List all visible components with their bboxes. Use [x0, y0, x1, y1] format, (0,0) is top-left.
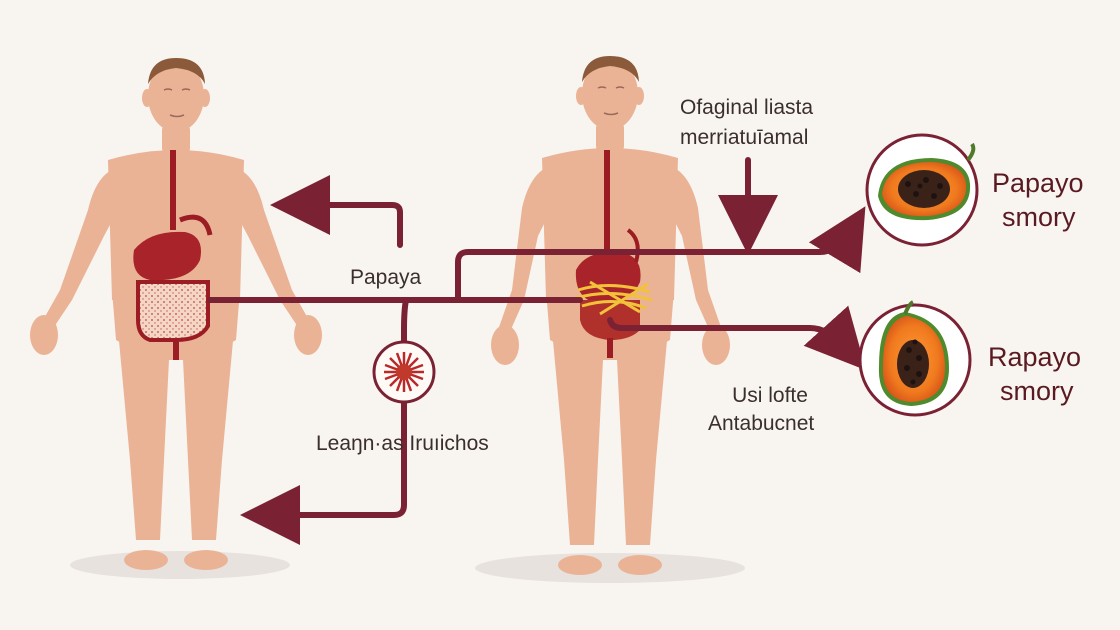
connector-arrows — [207, 157, 867, 545]
right-face — [597, 86, 625, 116]
label-top-right-1: Ofaginal liasta — [680, 96, 814, 119]
papaya-half-icon — [858, 300, 972, 417]
right-figure-shadow — [475, 553, 745, 583]
arrow-to-left-top — [270, 175, 403, 248]
fruit-top-subtitle: smory — [1002, 202, 1076, 232]
enzyme-strands — [575, 280, 653, 316]
left-figure-shadow — [70, 551, 290, 579]
label-papaya: Papaya — [350, 266, 422, 289]
label-bottom-right-1: Usi lofte — [732, 384, 808, 407]
left-face — [163, 88, 191, 118]
label-bottom-right-2: Antabucnet — [708, 412, 815, 435]
fruit-top-title: Papayo — [992, 168, 1084, 198]
papaya-half-icon — [865, 133, 979, 247]
link-up-right — [455, 206, 866, 303]
digestive-enzyme-icon — [372, 340, 436, 404]
label-leanin: Leaŋn·as Iruıichos — [316, 432, 489, 455]
left-hair — [148, 58, 205, 84]
right-hair — [582, 56, 639, 82]
fruit-bottom-subtitle: smory — [1000, 376, 1074, 406]
label-top-right-2: merriatuīamal — [680, 126, 809, 149]
arrow-to-bottom-fruit — [607, 305, 867, 371]
link-down-left — [401, 297, 409, 348]
fruit-bottom-title: Rapayo — [988, 342, 1082, 372]
left-digestive-system — [133, 150, 213, 360]
arrow-to-left-bottom — [240, 397, 407, 545]
